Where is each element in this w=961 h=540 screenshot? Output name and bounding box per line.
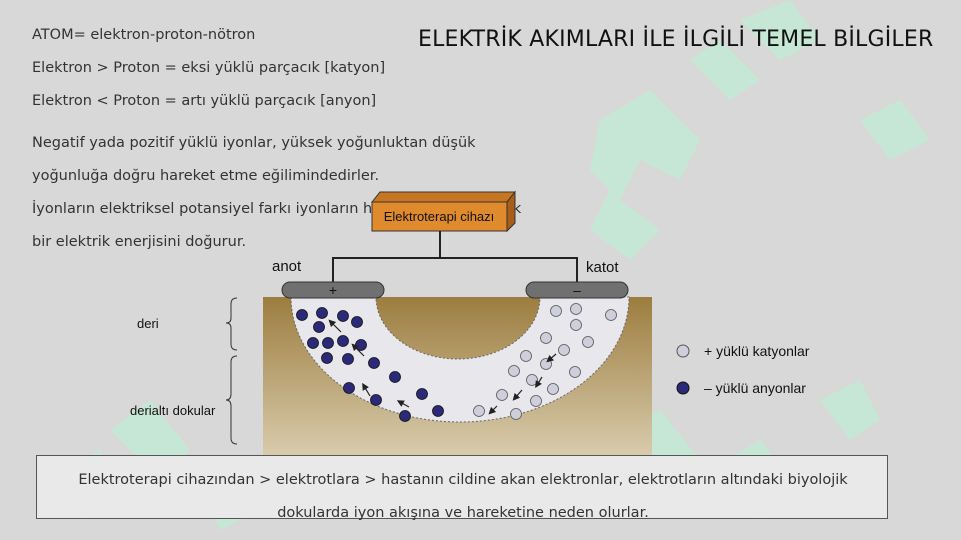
caption-line-2: dokularda iyon akışına ve hareketine ned… <box>277 505 649 521</box>
anion-group <box>296 307 444 422</box>
cathode-wire <box>440 257 578 283</box>
subcutaneous-brace <box>225 355 238 445</box>
anode-wire <box>332 231 441 283</box>
cation-legend-icon <box>676 344 690 358</box>
anion-legend-icon <box>676 381 690 395</box>
ion-pathway <box>290 296 630 423</box>
definition-katyon: Elektron > Proton = eksi yüklü parçacık … <box>32 60 386 76</box>
anode-sign: + <box>329 282 337 298</box>
definition-atom: ATOM= elektron-proton-nötron <box>32 27 256 43</box>
anode-electrode <box>281 281 385 299</box>
paragraph-line-4: bir elektrik enerjisini doğurur. <box>32 234 247 250</box>
cation-legend-label: + yüklü katyonlar <box>704 343 810 359</box>
skin-brace <box>225 297 238 351</box>
cathode-electrode <box>525 281 629 299</box>
caption-line-1: Elektroterapi cihazından > elektrotlara … <box>78 472 848 488</box>
anode-label: anot <box>272 258 302 275</box>
slide-title: ELEKTRİK AKIMLARI İLE İLGİLİ TEMEL BİLGİ… <box>418 27 934 52</box>
cation-group <box>473 303 617 420</box>
ion-motion-arrows <box>328 319 557 415</box>
cathode-label: katot <box>586 259 619 276</box>
cathode-sign: – <box>573 282 581 298</box>
device-box <box>370 190 517 233</box>
caption-box: Elektroterapi cihazından > elektrotlara … <box>36 455 888 521</box>
definition-anyon: Elektron < Proton = artı yüklü parçacık … <box>32 93 377 109</box>
subcutaneous-label: derialtı dokular <box>130 403 216 418</box>
anion-legend-label: – yüklü anyonlar <box>704 380 806 396</box>
skin-label: deri <box>137 316 159 331</box>
paragraph-line-2: yoğunluğa doğru hareket etme eğiliminded… <box>32 168 380 184</box>
device-label: Elektroterapi cihazı <box>384 209 495 224</box>
paragraph-line-1: Negatif yada pozitif yüklü iyonlar, yüks… <box>32 135 476 151</box>
